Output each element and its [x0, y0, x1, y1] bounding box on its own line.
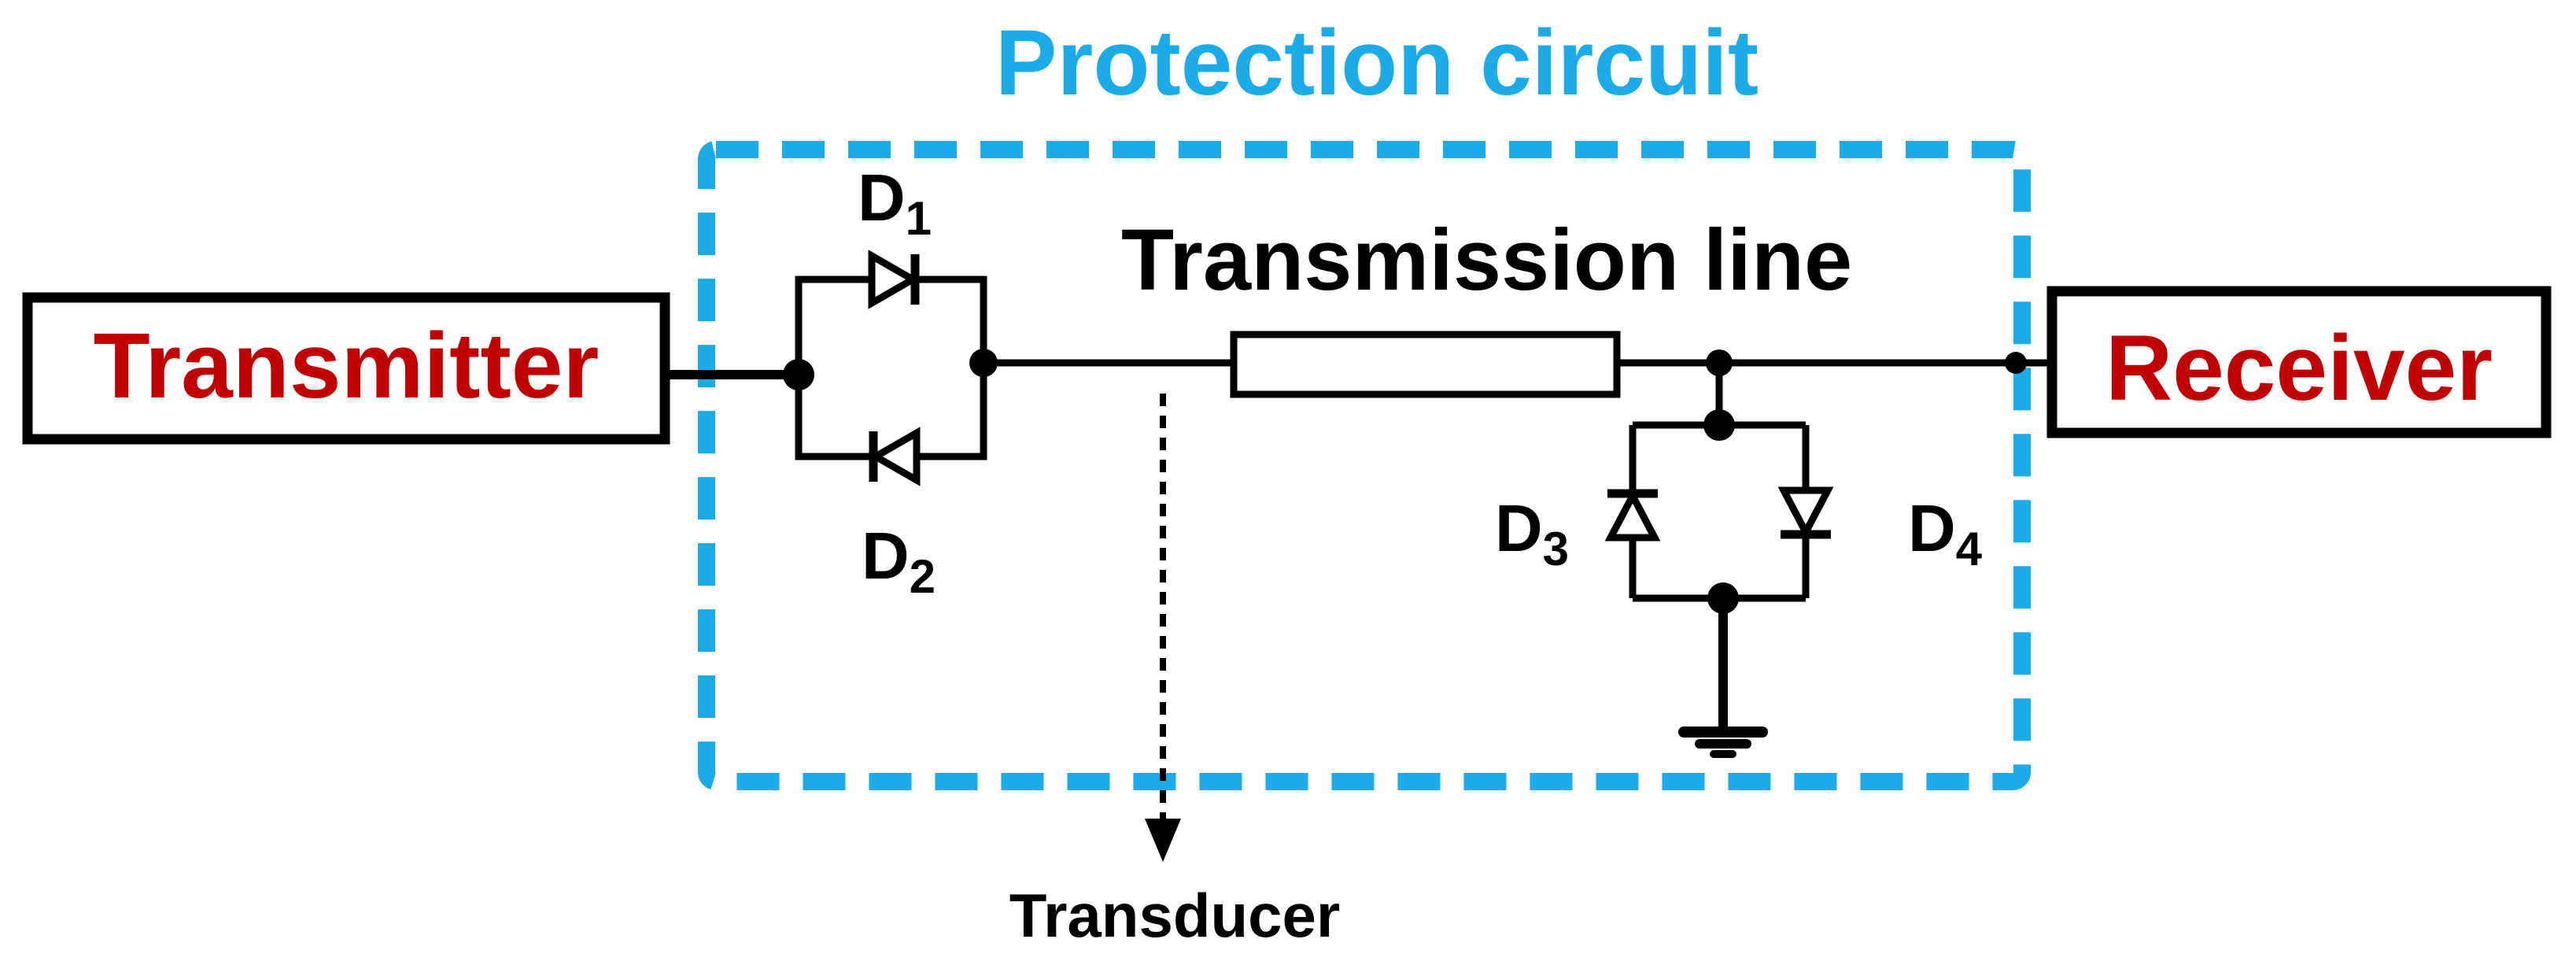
junction-node: [1706, 349, 1733, 376]
diode-d1: [868, 250, 921, 309]
junction-nodes: [783, 349, 2027, 614]
transmitter-block: Transmitter: [22, 292, 670, 445]
ground-icon: [1678, 727, 1768, 758]
junction-node: [1703, 409, 1735, 441]
transducer-label: Transducer: [1009, 881, 1341, 950]
diode-d3: [1604, 488, 1661, 542]
d1-label: D1: [858, 161, 932, 245]
transducer-arrow: [1145, 394, 1181, 862]
junction-node: [969, 349, 998, 377]
d3-label: D3: [1495, 491, 1569, 575]
d4-label: D4: [1908, 491, 1983, 575]
protection-circuit-boundary: [698, 141, 2031, 790]
wiring: [665, 275, 2052, 732]
receiver-label: Receiver: [2105, 316, 2493, 420]
transmitter-label: Transmitter: [94, 314, 600, 418]
diagram-title: Protection circuit: [995, 11, 1759, 115]
transmission-line-label: Transmission line: [1121, 212, 1852, 309]
junction-node: [1707, 582, 1739, 614]
diode-d4: [1777, 486, 1834, 540]
diode-d2: [868, 427, 921, 486]
junction-node: [783, 359, 814, 390]
receiver-block: Receiver: [2046, 286, 2552, 438]
transmission-line-resistor: [1230, 331, 1621, 398]
junction-node: [2005, 352, 2027, 374]
d2-label: D2: [862, 519, 936, 603]
